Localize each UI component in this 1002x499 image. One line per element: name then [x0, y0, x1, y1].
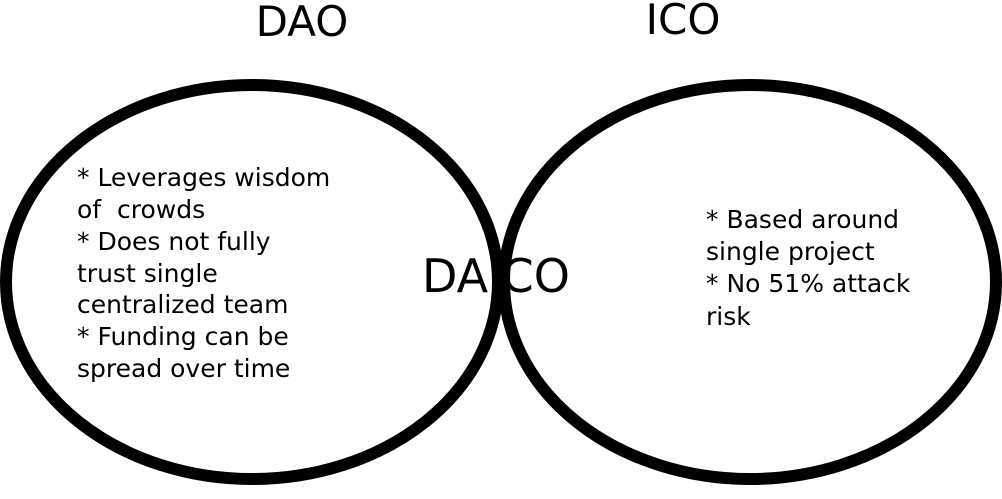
dao-characteristics: * Leverages wisdom of crowds * Does not …	[77, 163, 330, 383]
dao-line-7: spread over time	[77, 354, 290, 383]
dao-line-3: * Does not fully	[77, 227, 271, 256]
dao-line-6: * Funding can be	[77, 322, 289, 351]
dao-title: DAO	[256, 0, 349, 46]
dao-line-1: * Leverages wisdom	[77, 163, 330, 192]
dao-line-2: of crowds	[77, 195, 205, 224]
dao-line-5: centralized team	[77, 290, 288, 319]
ico-line-1: * Based around	[706, 205, 899, 234]
daico-label: DAICO	[422, 249, 570, 303]
ico-line-4: risk	[706, 302, 751, 331]
ico-characteristics: * Based around single project * No 51% a…	[706, 205, 911, 331]
ico-line-2: single project	[706, 237, 875, 266]
ico-circle	[498, 79, 1002, 485]
dao-line-4: trust single	[77, 259, 218, 288]
ico-title: ICO	[646, 0, 721, 44]
ico-line-3: * No 51% attack	[706, 269, 911, 298]
